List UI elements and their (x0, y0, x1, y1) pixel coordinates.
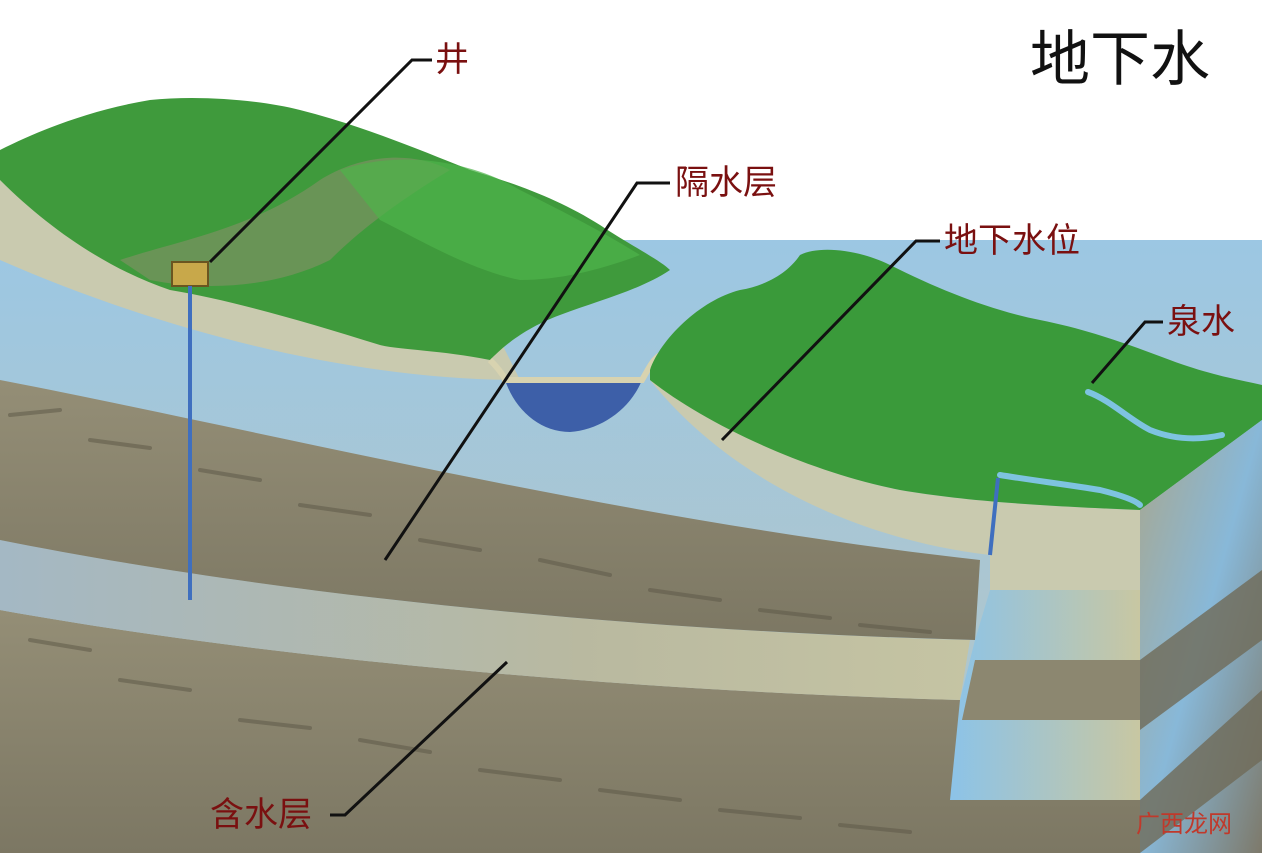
label-aquiclude: 隔水层 (675, 163, 777, 203)
lower-aquiclude-layer (0, 610, 1262, 853)
leader-lines (208, 58, 1163, 817)
label-aquifer: 含水层 (210, 795, 312, 835)
right-hill (650, 249, 1262, 510)
left-hill-highlight (340, 159, 640, 280)
label-water-table: 地下水位 (944, 221, 1080, 261)
leader-water-table (720, 239, 940, 442)
spring-pipe (988, 477, 1000, 556)
strata-texture (8, 408, 932, 834)
block-front-clay-1 (962, 660, 1140, 720)
label-spring: 泉水 (1167, 302, 1235, 342)
leader-aquiclude (383, 181, 670, 561)
spring-stream (1085, 389, 1225, 442)
well-head (171, 261, 209, 287)
leader-well (208, 58, 432, 264)
spring-outflow (997, 472, 1143, 508)
upper-aquiclude-layer (0, 380, 980, 640)
soil-layer-right (650, 370, 1140, 590)
leader-aquifer (330, 660, 509, 817)
surface-water-lake (505, 380, 642, 432)
leader-spring (1090, 320, 1163, 384)
block-right-clay (1140, 570, 1262, 730)
lake-shore (487, 352, 662, 383)
block-right-clay-2 (1140, 690, 1262, 853)
watermark: 广西龙网 (1136, 810, 1232, 838)
label-well: 井 (435, 40, 469, 80)
diagram-title: 地下水 (1030, 25, 1210, 95)
lower-aquifer-layer (0, 540, 970, 700)
